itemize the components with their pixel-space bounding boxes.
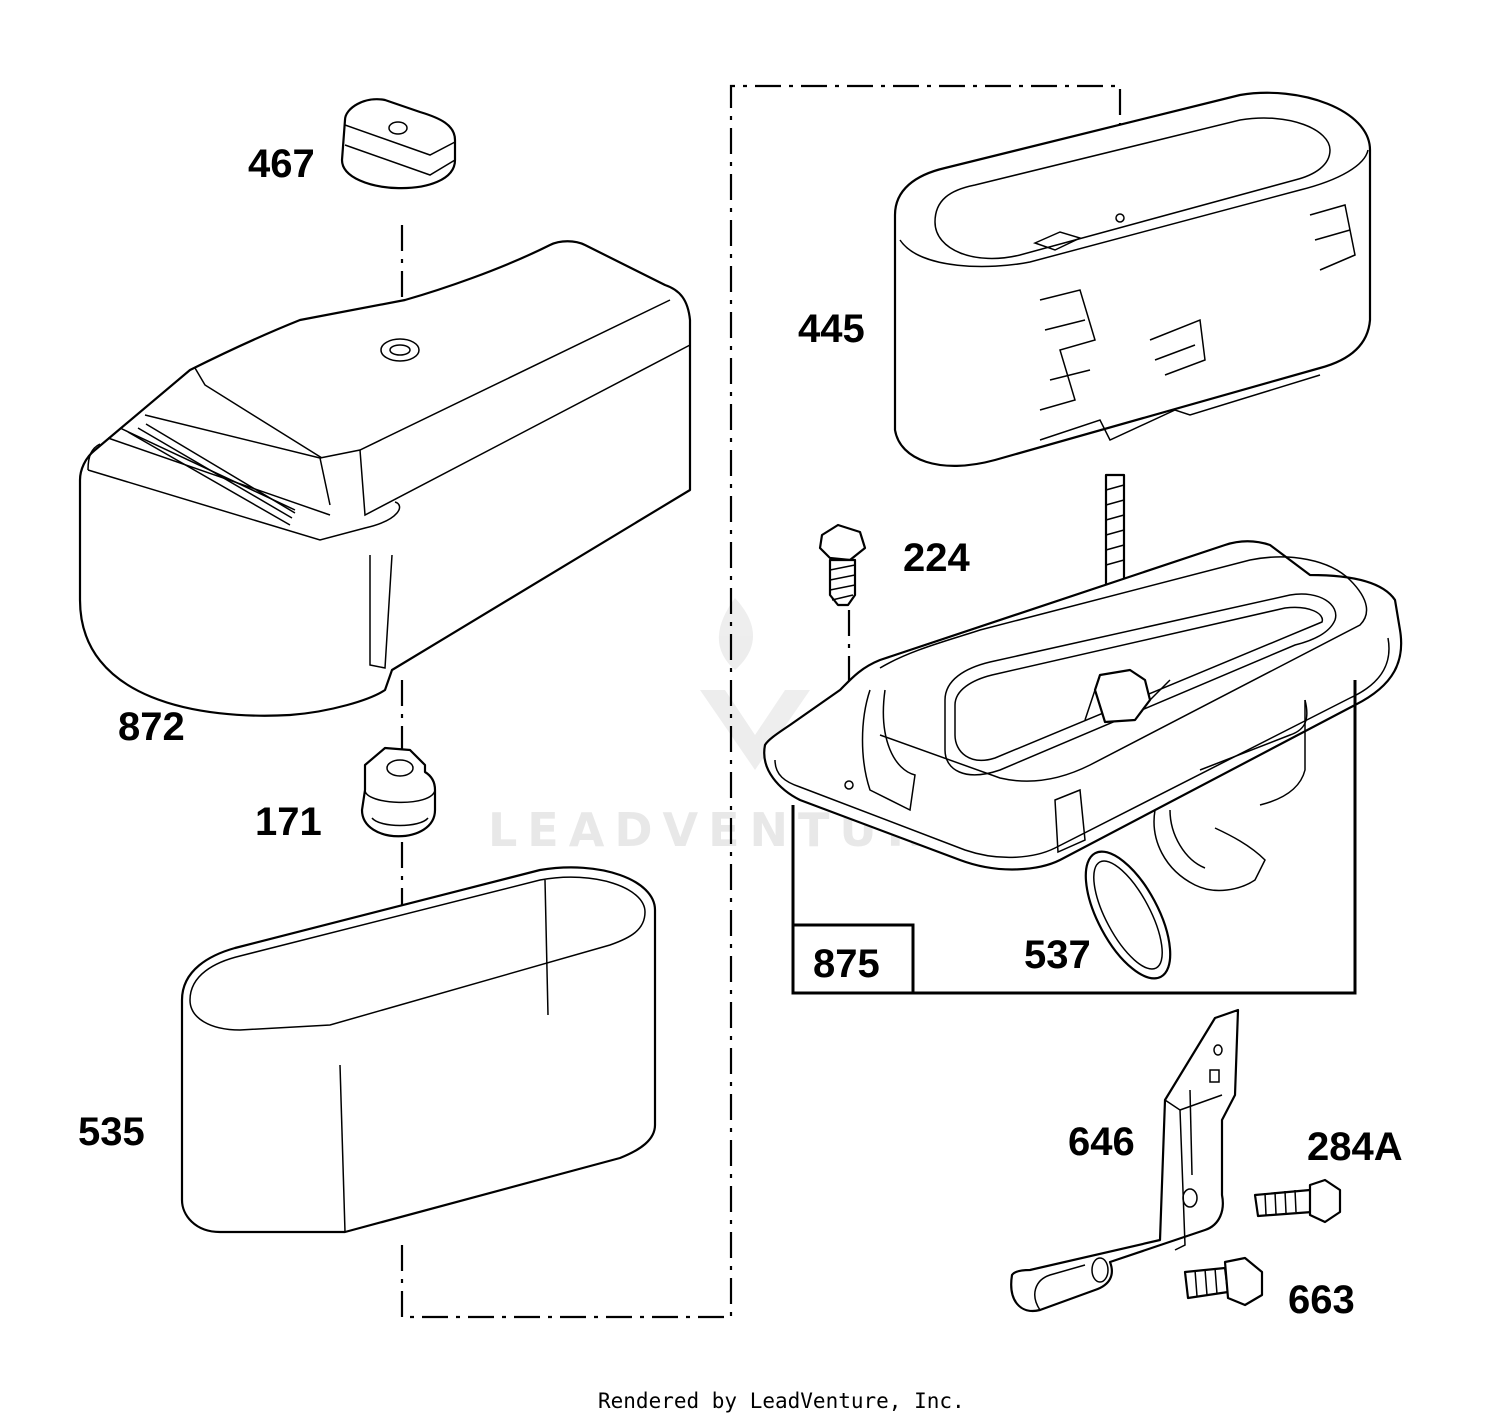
label-875: 875 — [813, 942, 880, 986]
footer-credit: Rendered by LeadVenture, Inc. — [598, 1389, 965, 1413]
part-535-precleaner — [180, 866, 657, 1234]
part-467-knob — [340, 98, 457, 190]
label-284a: 284A — [1307, 1125, 1403, 1169]
label-646: 646 — [1068, 1120, 1135, 1164]
part-224-screw — [818, 523, 867, 607]
part-875-base — [763, 473, 1403, 892]
part-872-cover — [78, 240, 692, 717]
label-535: 535 — [78, 1110, 145, 1154]
label-445: 445 — [798, 307, 865, 351]
part-445-air-filter — [893, 91, 1372, 467]
part-171-grommet — [360, 746, 437, 838]
label-537: 537 — [1024, 933, 1091, 977]
label-872: 872 — [118, 705, 185, 749]
label-224: 224 — [903, 536, 970, 580]
part-labels: 467 872 171 535 445 224 875 537 646 284A… — [78, 142, 1403, 1322]
label-467: 467 — [248, 142, 315, 186]
part-875-callout-box — [791, 680, 1357, 995]
label-171: 171 — [255, 800, 322, 844]
part-646-bracket — [1010, 1008, 1240, 1313]
part-284a-screw — [1253, 1178, 1342, 1224]
part-537-oring — [1084, 850, 1172, 980]
part-663-screw — [1183, 1256, 1264, 1307]
label-663: 663 — [1288, 1278, 1355, 1322]
